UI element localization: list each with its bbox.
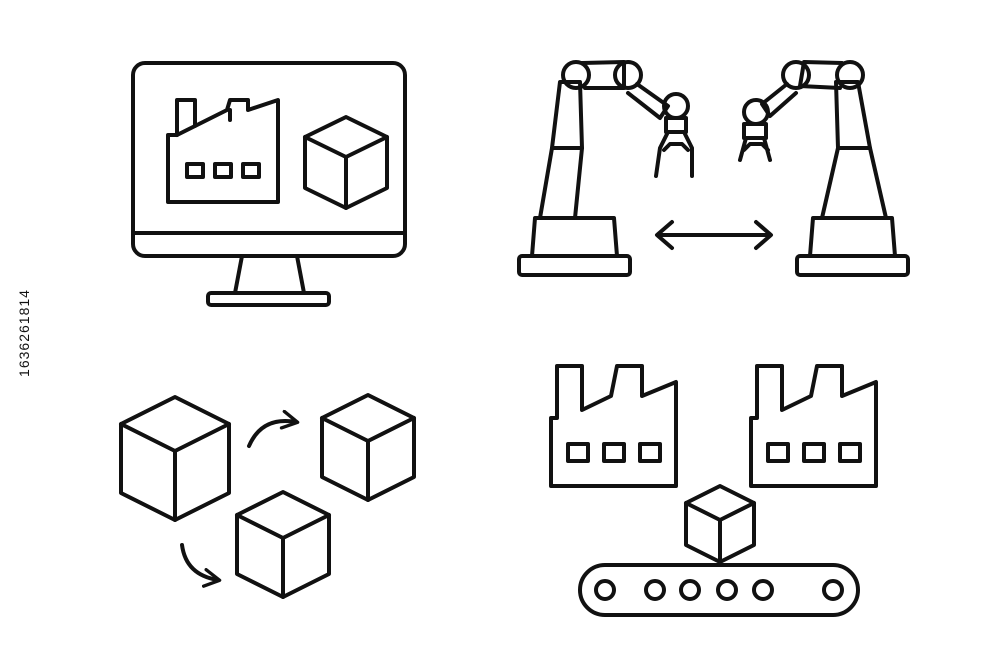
curved-arrow-bottom-icon [180,543,222,588]
box-on-belt [684,484,756,564]
right-robot-arm [738,60,910,277]
stock-image-id: 1636261814 [16,289,32,377]
box-left [119,395,231,522]
box-right [320,393,416,502]
left-robot-arm [517,60,694,277]
monitor-stand [233,254,306,295]
boxes-flow-icon [119,393,416,599]
conveyor-belt [578,563,860,617]
factory-icon [166,98,280,204]
factory-left [549,364,678,488]
box-bottom [235,490,331,599]
monitor-frame [131,61,407,258]
computer-factory-product-icon [131,61,407,307]
curved-arrow-top-icon [247,409,300,448]
box-icon [303,115,389,210]
double-arrow-icon [655,220,773,250]
robotic-arms-exchange-icon [517,60,910,277]
monitor-base [206,291,331,307]
factory-right [749,364,878,488]
factories-conveyor-belt-icon [549,364,878,617]
